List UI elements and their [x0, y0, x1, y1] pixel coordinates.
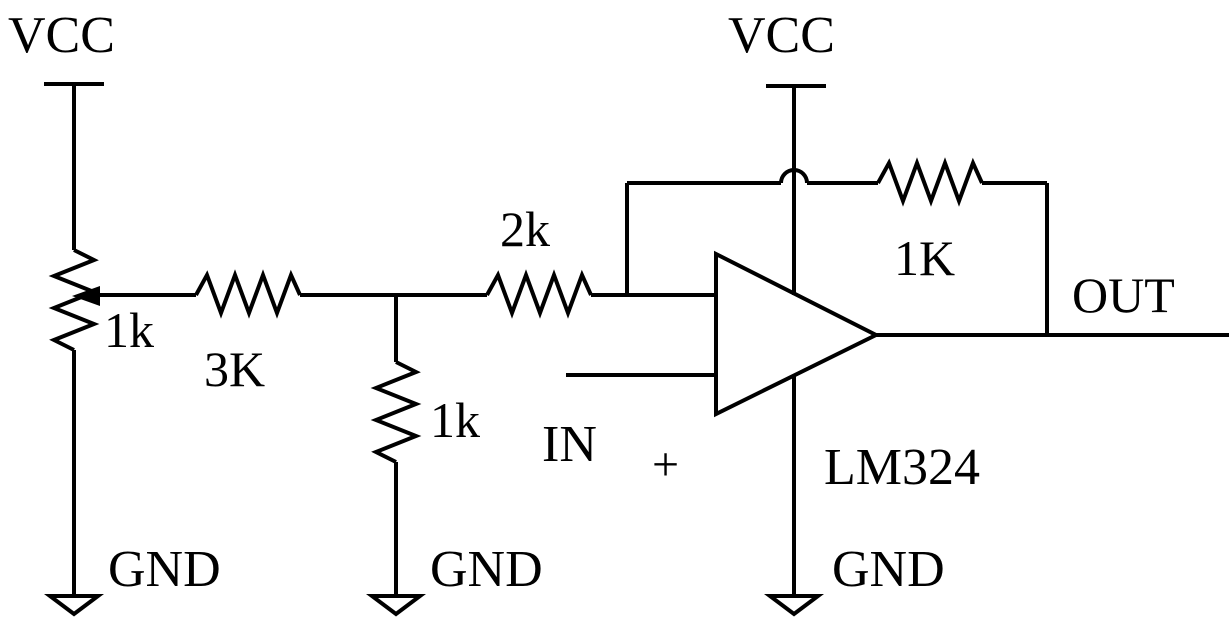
r-series-value-label: 3K [204, 341, 265, 397]
vcc-left-label: VCC [8, 7, 115, 64]
plus-sign-label: + [652, 438, 679, 491]
r-feedback-value-label: 1K [894, 230, 955, 286]
input-label: IN [542, 416, 597, 473]
r-divider-value-label: 1k [430, 392, 480, 448]
opamp-vcc-supply [766, 84, 826, 295]
feedback-wire [625, 168, 878, 295]
wiper-arrow-icon [72, 286, 100, 306]
gnd-middle-label: GND [430, 541, 543, 598]
feedback-wire-right [982, 181, 1049, 335]
pot-value-label: 1k [104, 302, 154, 358]
gnd-middle-symbol [366, 594, 426, 617]
r-input-value-label: 2k [500, 201, 550, 257]
resistor-2k [485, 269, 593, 319]
opamp-label: LM324 [824, 439, 980, 496]
resistor-1k-divider [370, 360, 422, 464]
vcc-right-label: VCC [728, 7, 835, 64]
output-label: OUT [1072, 267, 1175, 323]
gnd-right-label: GND [832, 541, 945, 598]
vcc-left-terminal [44, 82, 104, 250]
gnd-left-symbol [44, 594, 104, 617]
potentiometer-1k [48, 248, 100, 352]
gnd-left-label: GND [108, 541, 221, 598]
resistor-3k [194, 269, 302, 319]
gnd-right-symbol [764, 594, 824, 617]
resistor-1k-feedback [876, 157, 984, 207]
opamp-gnd-supply [764, 375, 824, 617]
